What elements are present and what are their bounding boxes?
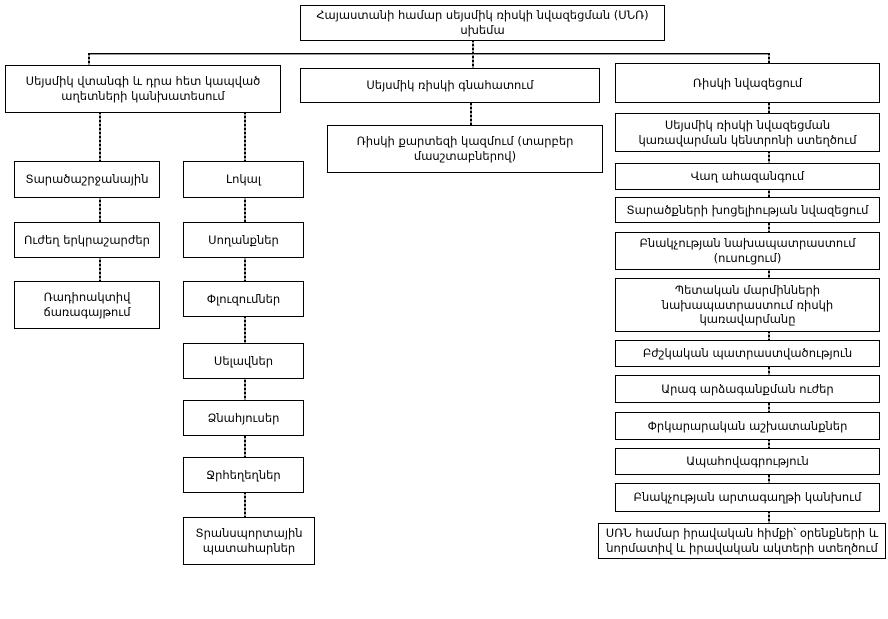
node-rapid-response-forces: Արագ արձագանքման ուժեր xyxy=(615,375,880,403)
node-avalanches: Ձնահյուսեր xyxy=(183,400,304,436)
node-root-title: Հայաստանի համար սեյսմիկ ռիսկի նվազեցման … xyxy=(300,5,665,41)
node-population-preparation: Բնակչության նախապատրաստում (ուսուցում) xyxy=(615,232,880,270)
node-regional: Տարածաշրջանային xyxy=(14,161,160,198)
node-transport-accidents: Տրանսպորտային պատահարներ xyxy=(183,517,315,565)
node-risk-assessment-header: Սեյսմիկ ռիսկի գնահատում xyxy=(300,68,600,103)
node-early-warning: Վաղ ահազանգում xyxy=(615,163,880,190)
node-vulnerability-reduction: Տարածքների խոցելիության նվազեցում xyxy=(615,197,880,223)
node-collapses: Փլուզումներ xyxy=(183,281,304,317)
node-mudflows: Սելավներ xyxy=(183,343,304,379)
node-radioactive-radiation: Ռադիոակտիվ ճառագայթում xyxy=(14,281,160,329)
connector-left-scale-column xyxy=(99,112,101,284)
node-legal-basis: ՍՌՆ համար իրավական հիմքի՝ օրենքների և նո… xyxy=(598,523,886,559)
connector-middle-drop xyxy=(470,103,472,127)
node-hazard-forecast-header: Սեյսմիկ վտանգի և դրա հետ կապված աղետների… xyxy=(5,65,281,113)
node-management-center: Սեյսմիկ ռիսկի նվազեցման կառավարման կենտր… xyxy=(615,113,880,152)
node-rescue-works: Փրկարարական աշխատանքներ xyxy=(615,412,880,440)
connector-right-drop xyxy=(768,53,770,65)
node-risk-mapping: Ռիսկի քարտեզի կազմում (տարբեր մասշտաբներ… xyxy=(327,125,603,173)
node-strong-earthquakes: Ուժեղ երկրաշարժեր xyxy=(14,222,160,258)
node-landslides: Սողանքներ xyxy=(183,222,304,258)
node-local: Լոկալ xyxy=(183,161,304,198)
node-insurance: Ապահովագրություն xyxy=(615,448,880,475)
node-medical-preparedness: Բժշկական պատրաստվածություն xyxy=(615,340,880,367)
connector-top-rail xyxy=(88,53,770,55)
node-risk-reduction-header: Ռիսկի նվազեցում xyxy=(615,63,880,103)
node-floods: Ջրհեղեղներ xyxy=(183,457,304,493)
connector-left-drop xyxy=(88,53,90,67)
node-emigration-prevention: Բնակչության արտագաղթի կանխում xyxy=(615,483,880,512)
node-state-bodies-preparation: Պետական մարմինների նախապատրաստում ռիսկի … xyxy=(615,278,880,332)
